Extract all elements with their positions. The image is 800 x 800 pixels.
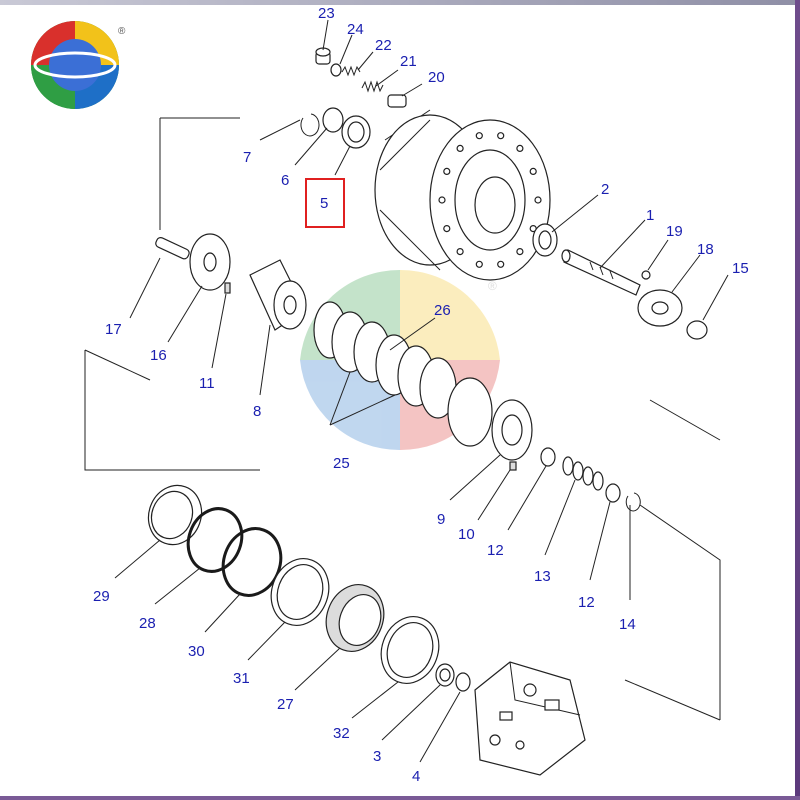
callout-12-lower: 12 [578,594,595,611]
callout-7: 7 [243,149,251,166]
callout-21: 21 [400,53,417,70]
main-housing-assembly [374,114,551,281]
highlight-box-part-5 [305,178,345,228]
part-15-ring [686,320,708,340]
callout-8: 8 [253,403,261,420]
frame-right-border [795,0,800,800]
callout-15: 15 [732,260,749,277]
part-12-ring-lower [605,483,621,503]
part-21-spring [361,80,384,93]
part-11-pin [224,282,231,294]
callout-25: 25 [333,455,350,472]
part-19-ball [641,270,651,280]
bracket-frames [84,109,721,721]
callout-20: 20 [428,69,445,86]
logo-registered-mark: ® [118,26,126,37]
company-logo: ® [31,21,126,109]
part-22-spring [341,65,361,77]
callout-24: 24 [347,21,364,38]
housing-bolt-hole [516,144,524,152]
part-5-bearing [341,115,371,149]
callout-22: 22 [375,37,392,54]
callout-30: 30 [188,643,205,660]
callout-3: 3 [373,748,381,765]
housing-bolt-hole [475,260,483,268]
callout-labels: 23 24 22 21 20 7 6 5 2 1 19 18 15 17 16 … [93,5,749,785]
callout-28: 28 [139,615,156,632]
housing-bolt-hole [443,167,451,175]
part-23-cap [315,47,331,65]
callout-11: 11 [199,375,215,392]
part-24-oring [330,63,342,77]
part-27-floating-seal [325,584,385,652]
callout-12-upper: 12 [487,542,504,559]
watermark-registered-mark: ® [488,279,497,293]
callout-31: 31 [233,670,250,687]
clutch-plate-stack [313,301,493,447]
part-4-ring [455,672,471,692]
part-8-cylinder-block [249,259,307,331]
part-9-bearing-plate [491,399,533,461]
callout-1: 1 [646,207,654,224]
callout-5: 5 [320,195,328,212]
callout-10: 10 [458,526,475,543]
housing-bolt-hole [475,132,483,140]
part-13-spring [562,456,604,491]
housing-bolt-hole [516,248,524,256]
part-10-pin [509,461,517,471]
part-32-thrust-plate [380,616,440,684]
leader-lines [114,19,729,763]
housing-bolt-hole [456,144,464,152]
housing-bolt-hole [497,132,505,140]
frame-bottom-border [0,796,800,800]
callout-2: 2 [601,181,609,198]
part-16-retainer-plate [189,233,231,291]
housing-bolt-hole [529,167,537,175]
callout-16: 16 [150,347,167,364]
housing-bolt-hole [443,225,451,233]
callout-32: 32 [333,725,350,742]
callout-27: 27 [277,696,294,713]
callout-6: 6 [281,172,289,189]
housing-bolt-hole [534,196,542,204]
callout-18: 18 [697,241,714,258]
callout-13: 13 [534,568,551,585]
callout-26: 26 [434,302,451,319]
callout-17: 17 [105,321,122,338]
part-28-oring [186,507,244,573]
part-31-backup-ring [270,558,330,626]
housing-bolt-hole [438,196,446,204]
callout-9: 9 [437,511,445,528]
part-2-bearing [532,223,558,257]
callout-29: 29 [93,588,110,605]
part-3-bearing [435,663,455,687]
valve-block [474,661,586,776]
part-1-shaft [561,249,641,296]
callout-14: 14 [619,616,636,633]
part-7-snap-ring [300,113,320,137]
frame-top-border [0,0,800,5]
callout-19: 19 [666,223,683,240]
part-18-plate [637,289,683,327]
part-14-snap-ring [625,492,641,512]
housing-bolt-hole [456,248,464,256]
part-30-oring [221,527,283,597]
part-6-ring [322,107,344,133]
callout-4: 4 [412,768,420,785]
part-17-pin [155,236,190,260]
housing-bolt-hole [497,260,505,268]
callout-23: 23 [318,5,335,22]
part-12-ring-upper [540,447,556,467]
part-20-pin [387,94,407,108]
